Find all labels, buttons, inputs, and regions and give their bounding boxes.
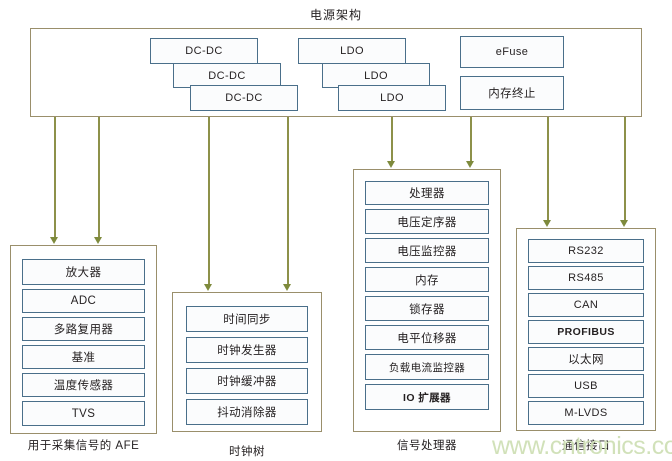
clock-item-clock-buffer[interactable]: 时钟缓冲器	[186, 368, 308, 394]
sigproc-item-memory[interactable]: 内存	[365, 267, 489, 292]
comm-item-rs232[interactable]: RS232	[528, 239, 644, 263]
connector-line-afe-2	[98, 117, 100, 238]
connector-line-comm-2	[624, 117, 626, 221]
power-block-ldo-2[interactable]: LDO	[322, 63, 430, 88]
power-block-efuse[interactable]: eFuse	[460, 36, 564, 68]
afe-item-multiplexer[interactable]: 多路复用器	[22, 317, 145, 341]
connector-line-clock-1	[208, 117, 210, 285]
sigproc-item-voltage-sequencer[interactable]: 电压定序器	[365, 209, 489, 234]
sigproc-item-voltage-monitor[interactable]: 电压监控器	[365, 238, 489, 263]
afe-item-tvs[interactable]: TVS	[22, 401, 145, 426]
comm-item-ethernet[interactable]: 以太网	[528, 347, 644, 371]
sigproc-item-level-shifter[interactable]: 电平位移器	[365, 325, 489, 350]
connector-line-sigproc-2	[470, 117, 472, 162]
group-afe-caption: 用于采集信号的 AFE	[27, 440, 140, 452]
watermark: www.cntronics.com	[492, 432, 672, 460]
group-clock-tree-caption: 时钟树	[229, 446, 265, 458]
connector-line-afe-1	[54, 117, 56, 238]
power-block-dcdc-2[interactable]: DC-DC	[173, 63, 281, 88]
connector-arrow-comm-2-icon	[619, 220, 628, 227]
power-block-dcdc-1[interactable]: DC-DC	[150, 38, 258, 64]
connector-line-clock-2	[287, 117, 289, 285]
connector-arrow-clock-2-icon	[282, 284, 291, 291]
connector-arrow-comm-1-icon	[542, 220, 551, 227]
afe-item-amplifier[interactable]: 放大器	[22, 259, 145, 285]
connector-line-sigproc-1	[391, 117, 393, 162]
sigproc-item-processor[interactable]: 处理器	[365, 181, 489, 205]
sigproc-item-io-expander[interactable]: IO 扩展器	[365, 384, 489, 410]
afe-item-reference[interactable]: 基准	[22, 345, 145, 369]
connector-arrow-clock-1-icon	[203, 284, 212, 291]
group-communication-interface-caption: 通信接口	[562, 440, 610, 452]
group-signal-processor-caption: 信号处理器	[397, 440, 457, 452]
connector-arrow-sigproc-1-icon	[386, 161, 395, 168]
power-block-ldo-3[interactable]: LDO	[338, 85, 446, 111]
power-block-dcdc-3[interactable]: DC-DC	[190, 85, 298, 111]
sigproc-item-load-current-monitor[interactable]: 负载电流监控器	[365, 354, 489, 380]
connector-arrow-sigproc-2-icon	[465, 161, 474, 168]
comm-item-can[interactable]: CAN	[528, 293, 644, 317]
power-block-memory-termination[interactable]: 内存终止	[460, 76, 564, 110]
comm-item-profibus[interactable]: PROFIBUS	[528, 320, 644, 344]
page-title: 电源架构	[309, 8, 362, 22]
comm-item-mlvds[interactable]: M-LVDS	[528, 401, 644, 425]
power-block-ldo-1[interactable]: LDO	[298, 38, 406, 64]
clock-item-clock-generator[interactable]: 时钟发生器	[186, 337, 308, 363]
afe-item-adc[interactable]: ADC	[22, 289, 145, 313]
connector-arrow-afe-1-icon	[49, 237, 58, 244]
comm-item-rs485[interactable]: RS485	[528, 266, 644, 290]
clock-item-jitter-cleaner[interactable]: 抖动消除器	[186, 399, 308, 425]
sigproc-item-latch[interactable]: 锁存器	[365, 296, 489, 321]
connector-line-comm-1	[547, 117, 549, 221]
clock-item-time-sync[interactable]: 时间同步	[186, 306, 308, 332]
afe-item-temperature-sensor[interactable]: 温度传感器	[22, 373, 145, 397]
connector-arrow-afe-2-icon	[93, 237, 102, 244]
comm-item-usb[interactable]: USB	[528, 374, 644, 398]
